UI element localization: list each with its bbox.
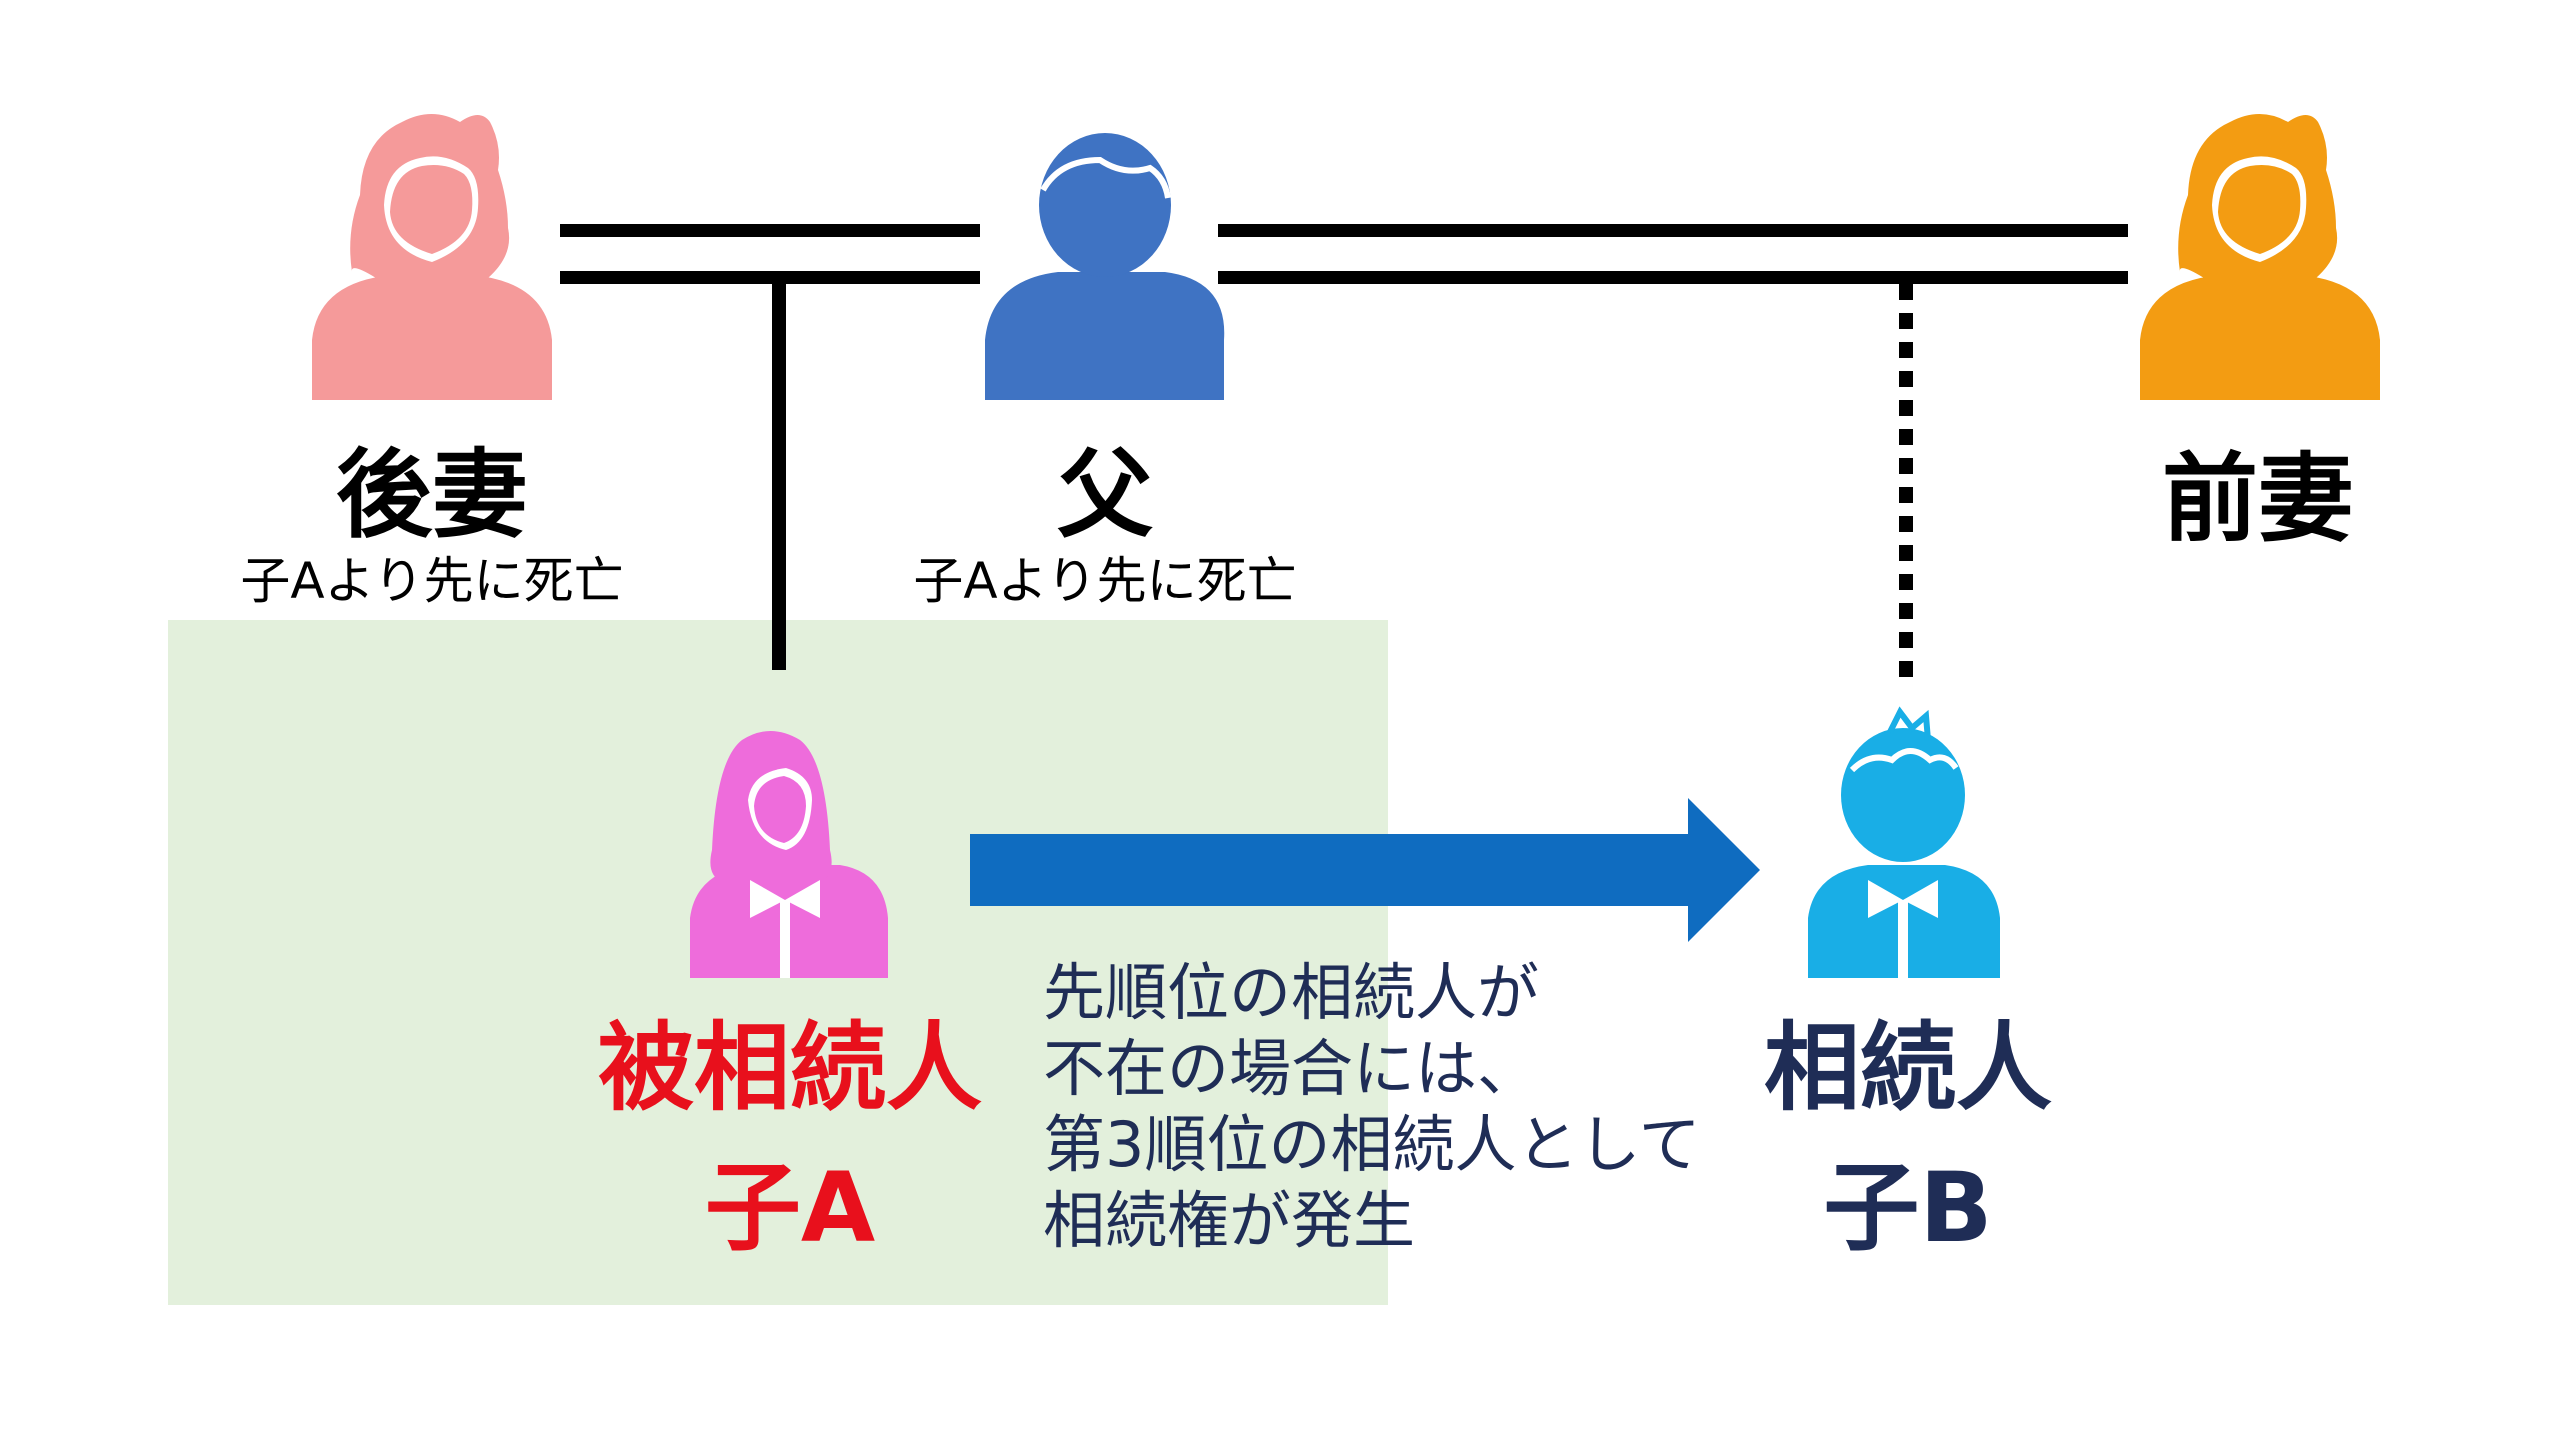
second-wife-icon <box>312 114 552 400</box>
explanation-line: 不在の場合には、 <box>1043 1032 1540 1105</box>
second-wife-note: 子Aより先に死亡 <box>240 552 624 610</box>
child-a-icon <box>690 731 888 978</box>
child-a-role: 被相続人 <box>598 1012 982 1124</box>
inheritance-arrow <box>970 798 1760 942</box>
descent-line-child-a <box>772 284 786 670</box>
explanation-line: 先順位の相続人が <box>1043 956 1540 1029</box>
former-wife-icon <box>2140 114 2380 400</box>
marriage-line-former-wife <box>1218 224 2128 284</box>
explanation-line: 第3順位の相続人として <box>1043 1108 1701 1181</box>
father-icon <box>985 133 1225 400</box>
explanation-text: 先順位の相続人が 不在の場合には、 第3順位の相続人として 相続権が発生 <box>1043 955 1701 1259</box>
marriage-line-second-wife <box>560 224 980 284</box>
second-wife-name: 後妻 <box>336 439 528 551</box>
explanation-line: 相続権が発生 <box>1043 1184 1416 1257</box>
child-b-icon <box>1808 706 2000 978</box>
child-a-name: 子A <box>704 1152 876 1264</box>
father-name: 父 <box>1057 439 1153 551</box>
former-wife-name: 前妻 <box>2162 443 2354 555</box>
father-note: 子Aより先に死亡 <box>913 552 1297 610</box>
child-b-name: 子B <box>1823 1152 1993 1264</box>
child-b-role: 相続人 <box>1764 1012 2052 1124</box>
